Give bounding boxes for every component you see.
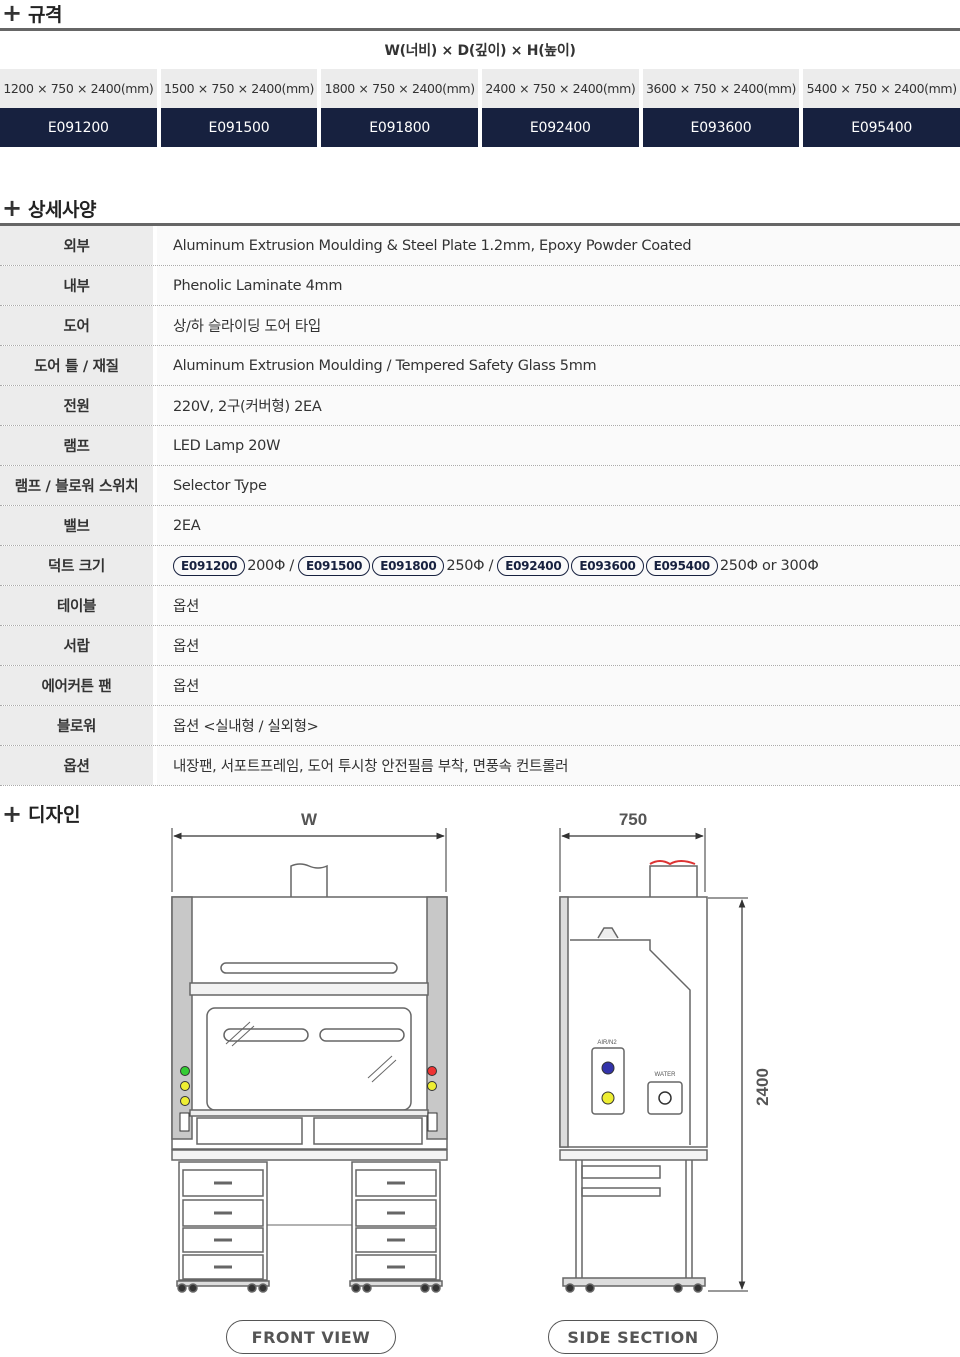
spec-size-cell: 5400 × 750 × 2400(mm) <box>803 69 960 108</box>
spec-code-cell: E091800 <box>321 108 478 147</box>
row-value: Aluminum Extrusion Moulding & Steel Plat… <box>157 226 960 265</box>
duct-size-text: 250Φ or 300Φ <box>719 557 819 574</box>
row-value: 내장팬, 서포트프레임, 도어 투시창 안전필름 부착, 면풍속 컨트롤러 <box>157 746 960 785</box>
row-label: 옵션 <box>0 746 153 785</box>
row-label: 외부 <box>0 226 153 265</box>
row-label: 램프 <box>0 426 153 465</box>
front-width-label: W <box>301 810 318 829</box>
row-label: 전원 <box>0 386 153 425</box>
spec-code-cell: E092400 <box>482 108 639 147</box>
spec-code-cell: E091200 <box>0 108 157 147</box>
spec-code-cell: E091500 <box>160 108 318 147</box>
design-section-header: + 디자인 <box>2 800 80 827</box>
row-label: 에어커튼 팬 <box>0 666 153 705</box>
model-code-badge: E092400 <box>497 555 570 576</box>
side-height-label: 2400 <box>753 1068 772 1106</box>
row-label: 서랍 <box>0 626 153 665</box>
side-section-button[interactable]: SIDE SECTION <box>548 1320 718 1354</box>
spec-section-header: + 규격 <box>0 0 960 31</box>
row-label: 내부 <box>0 266 153 305</box>
row-value: 옵션 <box>157 666 960 705</box>
spec-size-cell: 2400 × 750 × 2400(mm) <box>482 69 639 108</box>
model-code-badge: E093600 <box>571 555 644 576</box>
front-view-drawing <box>171 828 448 1293</box>
spec-code-cell: E093600 <box>642 108 800 147</box>
row-value: 220V, 2구(커버형) 2EA <box>157 386 960 425</box>
spec-size-cell: 1200 × 750 × 2400(mm) <box>0 69 157 108</box>
design-title: 디자인 <box>28 804 81 826</box>
row-value: 상/하 슬라이딩 도어 타입 <box>157 306 960 345</box>
spec-size-cell: 1500 × 750 × 2400(mm) <box>160 69 318 108</box>
model-code-badge: E091800 <box>372 555 445 576</box>
table-row: 덕트 크기 E091200 200Φ / E091500 E091800 250… <box>0 546 960 586</box>
divider <box>0 28 960 31</box>
water-label: WATER <box>655 1072 677 1078</box>
dimension-label: W(너비) × D(깊이) × H(높이) <box>384 43 576 59</box>
spec-code-cell: E095400 <box>803 108 960 147</box>
duct-size-text: 200Φ / <box>247 557 294 574</box>
row-value: LED Lamp 20W <box>157 426 960 465</box>
divider <box>0 223 960 226</box>
row-value: Selector Type <box>157 466 960 505</box>
row-value: 옵션 <box>157 586 960 625</box>
detail-section-header: + 상세사양 <box>0 195 960 226</box>
row-value: Aluminum Extrusion Moulding / Tempered S… <box>157 346 960 385</box>
air-label: AIR/N2 <box>597 1040 617 1046</box>
model-code-badge: E091200 <box>173 555 246 576</box>
spec-size-cell: 3600 × 750 × 2400(mm) <box>642 69 800 108</box>
spec-table: 1200 × 750 × 2400(mm) 1500 × 750 × 2400(… <box>0 69 960 147</box>
row-value: 옵션 <실내형 / 실외형> <box>157 706 960 745</box>
side-depth-label: 750 <box>619 810 647 829</box>
detail-title: 상세사양 <box>28 198 96 221</box>
row-label: 밸브 <box>0 506 153 545</box>
row-value: Phenolic Laminate 4mm <box>157 266 960 305</box>
front-view-button[interactable]: FRONT VIEW <box>226 1320 396 1354</box>
model-code-badge: E095400 <box>645 555 718 576</box>
row-value: 옵션 <box>157 626 960 665</box>
row-label: 테이블 <box>0 586 153 625</box>
spec-size-cell: 1800 × 750 × 2400(mm) <box>321 69 478 108</box>
spec-title: 규격 <box>28 3 62 26</box>
model-code-badge: E091500 <box>298 555 371 576</box>
row-label: 덕트 크기 <box>0 546 153 585</box>
row-label: 램프 / 블로워 스위치 <box>0 466 153 505</box>
duct-size-value: E091200 200Φ / E091500 E091800 250Φ / E0… <box>157 546 960 585</box>
side-section-drawing <box>559 828 748 1293</box>
plus-icon: + <box>2 799 23 828</box>
duct-size-text: 250Φ / <box>446 557 494 574</box>
row-label: 도어 틀 / 재질 <box>0 346 153 385</box>
row-value: 2EA <box>157 506 960 545</box>
row-label: 도어 <box>0 306 153 345</box>
row-label: 블로워 <box>0 706 153 745</box>
plus-icon: + <box>2 0 23 27</box>
plus-icon: + <box>2 194 23 222</box>
